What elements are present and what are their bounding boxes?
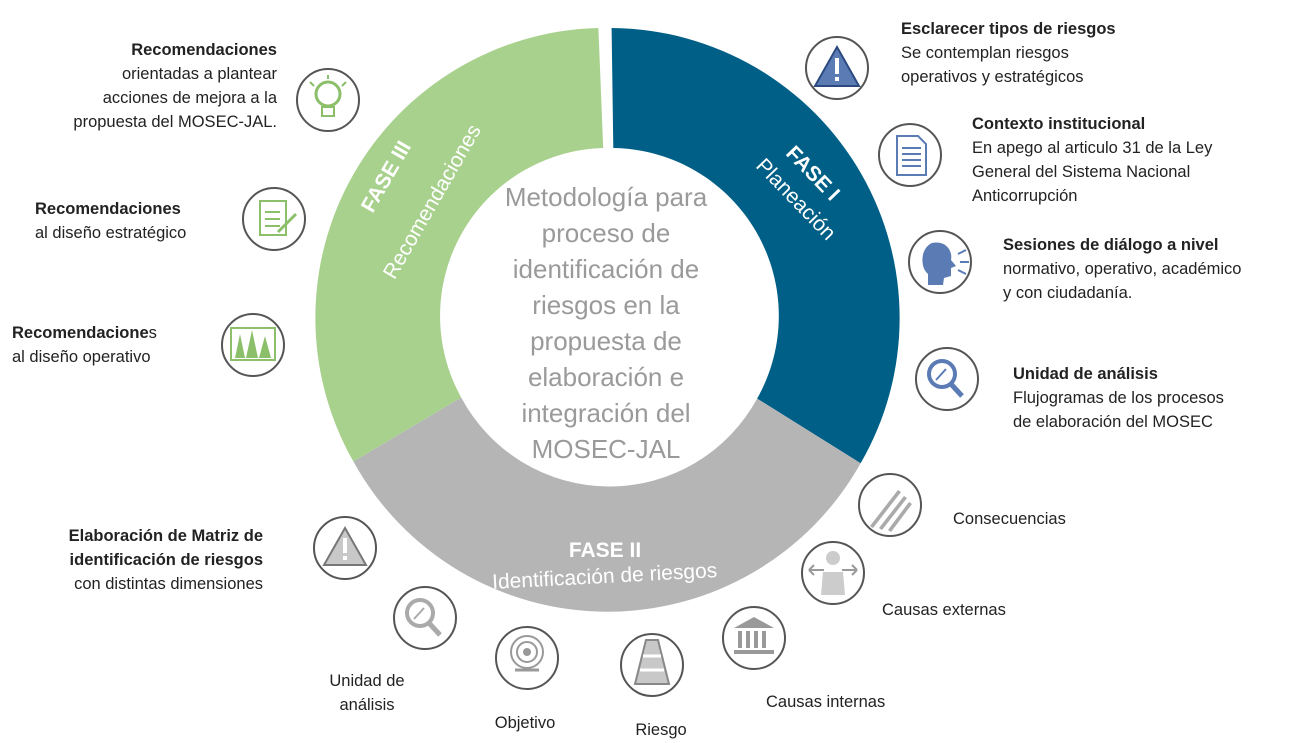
speaking-head-icon [908, 230, 972, 294]
item-title-suffix: s [148, 324, 157, 342]
center-line: elaboración e [528, 362, 684, 392]
checklist-icon [242, 187, 306, 251]
item-title: Recomendacione [12, 324, 149, 342]
item-line: Se contemplan riesgos [901, 44, 1069, 62]
item-title: Recomendaciones [131, 41, 277, 59]
item-title: Contexto institucional [972, 115, 1146, 133]
lightbulb-icon [296, 68, 360, 132]
item-title: Elaboración de Matriz de [68, 527, 263, 545]
forest-chart-icon [221, 313, 285, 377]
center-line: identificación de [513, 254, 699, 284]
item-line: al diseño operativo [12, 348, 151, 366]
item-title: Recomendaciones [35, 200, 181, 218]
left-item-recommendations-improvement: Recomendaciones orientadas a plantear ac… [73, 38, 277, 134]
center-line: integración del [521, 398, 690, 428]
warning-icon [313, 516, 377, 580]
item-line: análisis [339, 696, 395, 714]
item-line: En apego al articulo 31 de la Ley [972, 139, 1213, 157]
item-line: de elaboración del MOSEC [1013, 413, 1213, 431]
item-title-row: Recomendaciones [12, 321, 157, 345]
item-line: normativo, operativo, académico [1003, 260, 1242, 278]
falling-dominoes-icon [858, 473, 922, 537]
warning-icon [805, 36, 869, 100]
right-item-institutional-context: Contexto institucional En apego al artic… [972, 112, 1212, 208]
item-line: operativos y estratégicos [901, 68, 1084, 86]
phase-3-segment [315, 28, 604, 462]
center-line: proceso de [542, 218, 671, 248]
item-title: Unidad de análisis [1013, 365, 1158, 383]
center-line: riesgos en la [532, 290, 680, 320]
phase-1-segment [611, 28, 900, 464]
magnifier-icon [915, 347, 979, 411]
item-title: Sesiones de diálogo a nivel [1003, 236, 1219, 254]
item-line: al diseño estratégico [35, 224, 187, 242]
item-line: con distintas dimensiones [74, 575, 263, 593]
phase-2-segment [353, 397, 861, 612]
right-item-analysis-unit: Unidad de análisis Flujogramas de los pr… [1013, 362, 1224, 434]
item-line: Unidad de [329, 672, 405, 690]
traffic-cone-icon [620, 633, 684, 697]
phase2-item-analysis-unit: Unidad de análisis [312, 669, 422, 717]
item-line: General del Sistema Nacional [972, 163, 1191, 181]
magnifier-icon [393, 586, 457, 650]
item-line: Anticorrupción [972, 187, 1078, 205]
item-title: Esclarecer tipos de riesgos [901, 20, 1116, 38]
phase2-item-consequences: Consecuencias [953, 510, 1066, 528]
item-line: y con ciudadanía. [1003, 284, 1133, 302]
item-line: propuesta del MOSEC-JAL. [73, 113, 277, 131]
target-icon [495, 626, 559, 690]
left-item-recommendations-operative: Recomendaciones al diseño operativo [12, 321, 157, 369]
phase2-item-internal-causes: Causas internas [766, 693, 886, 711]
document-icon [878, 123, 942, 187]
item-line: acciones de mejora a la [102, 89, 277, 107]
center-line: MOSEC-JAL [532, 434, 681, 464]
center-line: propuesta de [530, 326, 682, 356]
institution-icon [722, 606, 786, 670]
phase2-item-matrix: Elaboración de Matriz de identificación … [69, 524, 263, 596]
phase2-item-risk: Riesgo [635, 721, 687, 739]
center-title: Metodología para proceso de identificaci… [505, 182, 708, 464]
right-item-risk-types: Esclarecer tipos de riesgos Se contempla… [901, 17, 1116, 89]
crossroads-person-icon [801, 541, 865, 605]
phase-2-title: FASE II [569, 539, 641, 562]
phase2-item-external-causes: Causas externas [882, 601, 1006, 619]
left-item-recommendations-strategic: Recomendaciones al diseño estratégico [35, 197, 186, 245]
right-item-dialogue-sessions: Sesiones de diálogo a nivel normativo, o… [1003, 233, 1241, 305]
item-title: identificación de riesgos [69, 551, 263, 569]
center-line: Metodología para [505, 182, 708, 212]
item-line: Flujogramas de los procesos [1013, 389, 1224, 407]
item-line: orientadas a plantear [121, 65, 277, 83]
phase2-item-objective: Objetivo [494, 714, 556, 732]
